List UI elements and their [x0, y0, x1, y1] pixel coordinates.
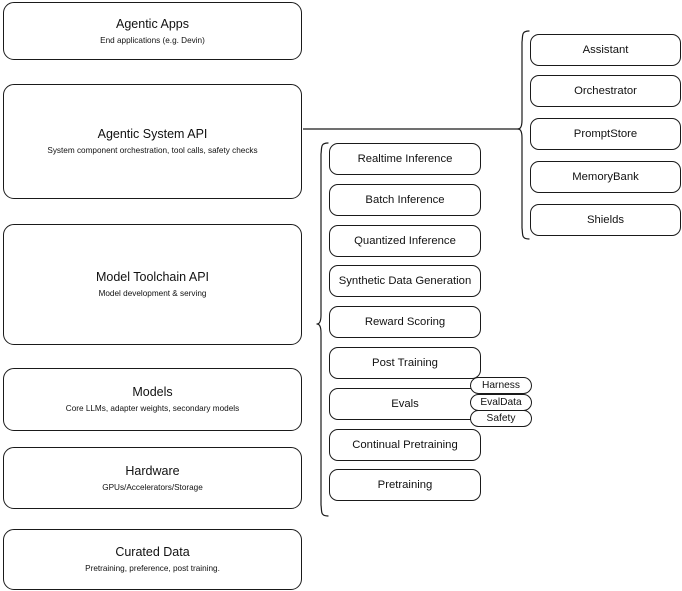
toolchain-label: Realtime Inference	[357, 152, 453, 165]
layer-box-agentic-apps[interactable]: Agentic Apps End applications (e.g. Devi…	[3, 2, 302, 60]
toolchain-box-batch-inference[interactable]: Batch Inference	[329, 184, 481, 216]
layer-title: Agentic System API	[97, 127, 208, 141]
evals-pill-label: Safety	[486, 413, 516, 424]
agentic-component-box-orchestrator[interactable]: Orchestrator	[530, 75, 681, 107]
toolchain-label: Pretraining	[377, 478, 433, 491]
evals-pill-label: Harness	[482, 380, 520, 391]
toolchain-label: Synthetic Data Generation	[338, 274, 472, 287]
toolchain-box-evals[interactable]: Evals	[329, 388, 481, 420]
layer-subtitle: Pretraining, preference, post training.	[85, 564, 220, 573]
layer-subtitle: End applications (e.g. Devin)	[100, 35, 205, 45]
layer-subtitle: GPUs/Accelerators/Storage	[102, 482, 203, 492]
agentic-component-label: Assistant	[582, 43, 629, 56]
agentic-component-label: Orchestrator	[574, 84, 637, 97]
layer-box-agentic-system-api[interactable]: Agentic System API System component orch…	[3, 84, 302, 199]
toolchain-box-reward-scoring[interactable]: Reward Scoring	[329, 306, 481, 338]
layer-title: Agentic Apps	[116, 16, 189, 31]
evals-pill-evaldata[interactable]: EvalData	[470, 394, 532, 411]
layer-title: Model Toolchain API	[95, 270, 210, 284]
evals-pill-safety[interactable]: Safety	[470, 410, 532, 427]
agentic-component-box-shields[interactable]: Shields	[530, 204, 681, 236]
toolchain-label: Quantized Inference	[354, 234, 456, 247]
toolchain-box-quantized-inference[interactable]: Quantized Inference	[329, 225, 481, 257]
toolchain-box-synthetic-data-generation[interactable]: Synthetic Data Generation	[329, 265, 481, 297]
toolchain-label: Post Training	[372, 356, 438, 369]
layer-box-curated-data[interactable]: Curated Data Pretraining, preference, po…	[3, 529, 302, 590]
toolchain-label: Evals	[391, 397, 419, 410]
toolchain-box-realtime-inference[interactable]: Realtime Inference	[329, 143, 481, 175]
toolchain-box-continual-pretraining[interactable]: Continual Pretraining	[329, 429, 481, 461]
layer-subtitle: Core LLMs, adapter weights, secondary mo…	[65, 404, 240, 413]
toolchain-label: Batch Inference	[365, 193, 445, 206]
agentic-component-box-promptstore[interactable]: PromptStore	[530, 118, 681, 150]
layer-subtitle: System component orchestration, tool cal…	[47, 146, 258, 155]
toolchain-box-post-training[interactable]: Post Training	[329, 347, 481, 379]
layer-box-hardware[interactable]: Hardware GPUs/Accelerators/Storage	[3, 447, 302, 509]
layer-box-model-toolchain-api[interactable]: Model Toolchain API Model development & …	[3, 224, 302, 345]
agentic-component-box-memorybank[interactable]: MemoryBank	[530, 161, 681, 193]
agentic-component-label: MemoryBank	[572, 170, 639, 183]
evals-pill-harness[interactable]: Harness	[470, 377, 532, 394]
agentic-component-label: PromptStore	[573, 127, 638, 140]
evals-pill-label: EvalData	[480, 397, 522, 408]
toolchain-label: Continual Pretraining	[352, 438, 458, 451]
layer-title: Curated Data	[115, 545, 190, 559]
brace-toolchain-components	[316, 142, 329, 517]
brace-agentic-system-components	[517, 30, 530, 240]
toolchain-box-pretraining[interactable]: Pretraining	[329, 469, 481, 501]
agentic-component-box-assistant[interactable]: Assistant	[530, 34, 681, 66]
layer-title: Hardware	[125, 463, 180, 478]
toolchain-label: Reward Scoring	[364, 315, 446, 328]
layer-title: Models	[132, 385, 173, 399]
agentic-component-label: Shields	[586, 213, 625, 226]
layer-subtitle: Model development & serving	[98, 289, 207, 298]
layer-box-models[interactable]: Models Core LLMs, adapter weights, secon…	[3, 368, 302, 431]
